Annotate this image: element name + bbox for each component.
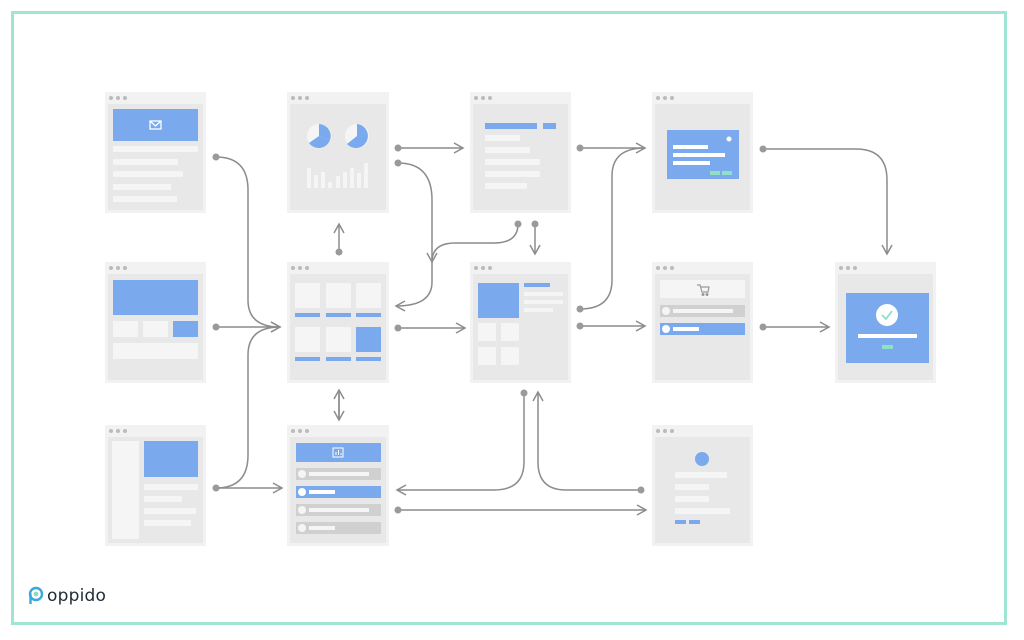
banner-screen — [105, 262, 206, 383]
connector-sidebar-to-grid — [215, 326, 281, 489]
bar-chart — [307, 163, 368, 188]
text-list-screen — [470, 92, 571, 213]
connector-dot — [576, 305, 584, 313]
connector-dot — [394, 506, 402, 514]
connector-dot — [212, 484, 220, 492]
cart-icon — [697, 284, 710, 297]
avatar-icon — [695, 452, 709, 466]
connector-dot — [212, 153, 220, 161]
connector-dot — [514, 220, 522, 228]
email-screen — [105, 92, 206, 213]
connector-dot — [531, 220, 539, 228]
connector-dot — [394, 324, 402, 332]
connector-dot — [212, 323, 220, 331]
connector-detail-to-list — [395, 393, 525, 496]
connector-dashboard-to-grid — [394, 162, 433, 312]
success-screen — [835, 262, 936, 383]
connector-dot — [394, 159, 402, 167]
connector-profile-to-detail — [532, 390, 641, 491]
connector-dot — [576, 144, 584, 152]
connector-text-to-grid-curve — [426, 223, 519, 264]
blue-card-screen — [652, 92, 753, 213]
connector-dot — [759, 145, 767, 153]
sidebar-screen — [105, 425, 206, 546]
dashboard-pies-screen — [287, 92, 389, 213]
oppido-logo-icon — [28, 586, 44, 604]
connector-dot — [637, 486, 645, 494]
cart-screen — [652, 262, 753, 383]
brand-name: oppido — [47, 586, 107, 606]
connector-dot — [759, 323, 767, 331]
grid-screen — [287, 262, 389, 383]
connector-dot — [576, 322, 584, 330]
profile-screen — [652, 425, 753, 546]
connector-detail-to-card — [579, 147, 646, 310]
envelope-icon — [149, 120, 162, 130]
connector-dot — [394, 144, 402, 152]
detail-screen — [470, 262, 571, 383]
connector-card-to-success — [763, 148, 893, 256]
connector-email-to-grid — [215, 156, 282, 333]
pie-chart-icon — [307, 124, 331, 148]
brand-logo[interactable]: oppido — [28, 586, 106, 606]
connector-dot — [520, 389, 528, 397]
outer-frame — [11, 11, 1007, 625]
list-chart-screen — [287, 425, 389, 546]
connector-dot — [335, 248, 343, 256]
bar-chart-icon — [332, 447, 344, 458]
check-icon — [876, 304, 898, 326]
pie-chart-icon — [345, 124, 369, 148]
